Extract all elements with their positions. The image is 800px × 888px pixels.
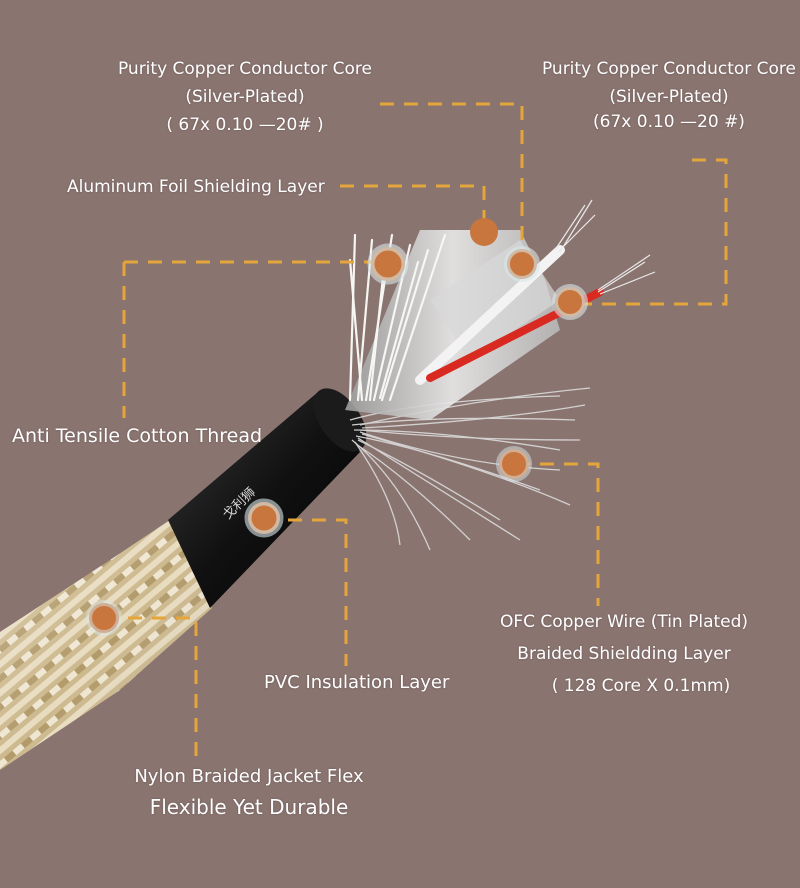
label-core-left-sub: (Silver-Plated)	[185, 87, 305, 107]
label-core-left-title: Purity Copper Conductor Core	[117, 59, 373, 79]
label-braid-shield: OFC Copper Wire (Tin Plated) Braided Shi…	[488, 612, 760, 696]
marker-core-left	[504, 246, 540, 282]
leader-line-core-right	[572, 158, 728, 306]
leader-lines	[104, 102, 728, 758]
label-cotton: Anti Tensile Cotton Thread	[12, 425, 263, 447]
label-nylon-title: Nylon Braided Jacket Flex	[134, 766, 364, 787]
label-braid-shield-title: OFC Copper Wire (Tin Plated)	[499, 612, 749, 632]
leader-line-nylon	[104, 616, 198, 758]
leader-line-core-left	[380, 102, 524, 244]
pvc-insulation-layer: 戈利狮	[168, 388, 367, 608]
marker-braid-shield	[496, 446, 532, 482]
leader-line-braid-shield	[516, 462, 600, 606]
marker-core-right	[552, 284, 588, 320]
label-braid-shield-sub: Braided Shieldding Layer	[517, 644, 731, 664]
label-core-left: Purity Copper Conductor Core (Silver-Pla…	[110, 59, 380, 135]
silver-plated-conductor-strands	[554, 199, 656, 295]
label-nylon: Nylon Braided Jacket Flex Flexible Yet D…	[124, 766, 374, 819]
label-core-right-title: Purity Copper Conductor Core	[541, 59, 797, 79]
nylon-braided-jacket	[0, 520, 212, 770]
label-pvc: PVC Insulation Layer	[264, 672, 450, 693]
label-nylon-sub: Flexible Yet Durable	[149, 795, 349, 819]
tinned-copper-braid	[349, 387, 591, 551]
label-braid-shield-spec: ( 128 Core X 0.1mm)	[551, 676, 731, 696]
label-core-right-spec: (67x 0.10 —20 #)	[593, 112, 745, 132]
marker-foil	[470, 218, 498, 246]
label-core-left-spec: ( 67x 0.10 —20# )	[166, 115, 324, 135]
marker-cotton	[367, 243, 409, 285]
leader-line-pvc	[264, 518, 348, 666]
marker-pvc	[244, 498, 284, 538]
marker-nylon	[86, 600, 122, 636]
label-foil: Aluminum Foil Shielding Layer	[67, 177, 325, 197]
markers	[86, 218, 588, 636]
label-core-right: Purity Copper Conductor Core (Silver-Pla…	[534, 59, 800, 132]
leader-line-foil	[340, 184, 486, 230]
label-core-right-sub: (Silver-Plated)	[609, 87, 729, 107]
